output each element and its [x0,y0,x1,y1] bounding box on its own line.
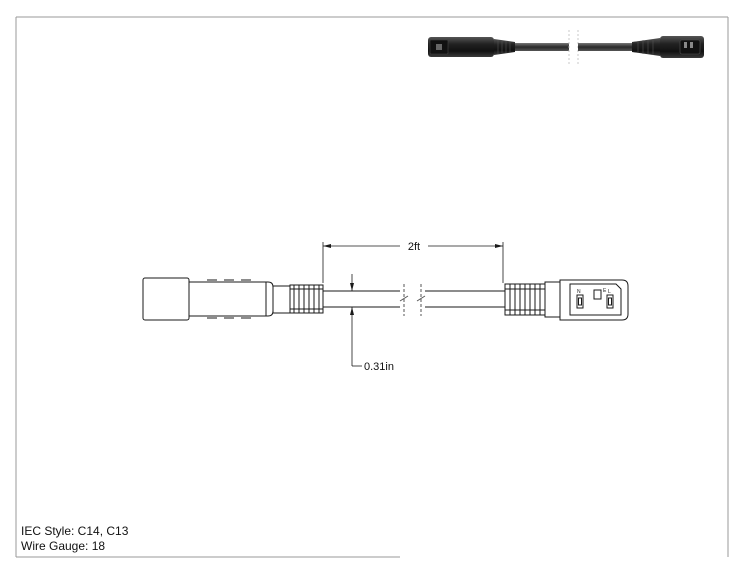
c13-connector-body [544,281,561,318]
thumb-cable-left [515,43,569,51]
cord-drawing [142,277,629,321]
c13-slot-neutral [576,294,584,309]
c13-slot-line [606,294,614,309]
pin-label-line: L [608,289,611,295]
length-dimension-label: 2ft [408,241,420,253]
spec-iec-style: IEC Style: C14, C13 [21,524,129,538]
cable-break-slashes [399,295,426,302]
c13-receptacle-face [569,283,622,316]
right-strain-relief [504,283,546,316]
sheet-border [15,16,729,558]
receptacle-pin-labels: N E L [577,288,611,295]
diameter-dimension-label: 0.31in [364,361,394,373]
c14-plug-face [142,277,190,321]
pin-label-earth: E [603,288,607,294]
left-strain-relief [272,284,324,314]
cable-break-symbol [403,284,422,316]
c14-grip-marks [207,279,251,319]
pin-label-neutral: N [577,289,581,295]
length-dimension [322,242,504,283]
c14-plug-body [188,281,274,317]
thumb-cable-right [578,43,632,51]
c13-slot-earth [593,289,602,300]
cable [323,290,505,308]
cord-thumbnail [428,30,704,64]
diameter-dimension [350,274,362,367]
spec-wire-gauge: Wire Gauge: 18 [21,539,106,553]
